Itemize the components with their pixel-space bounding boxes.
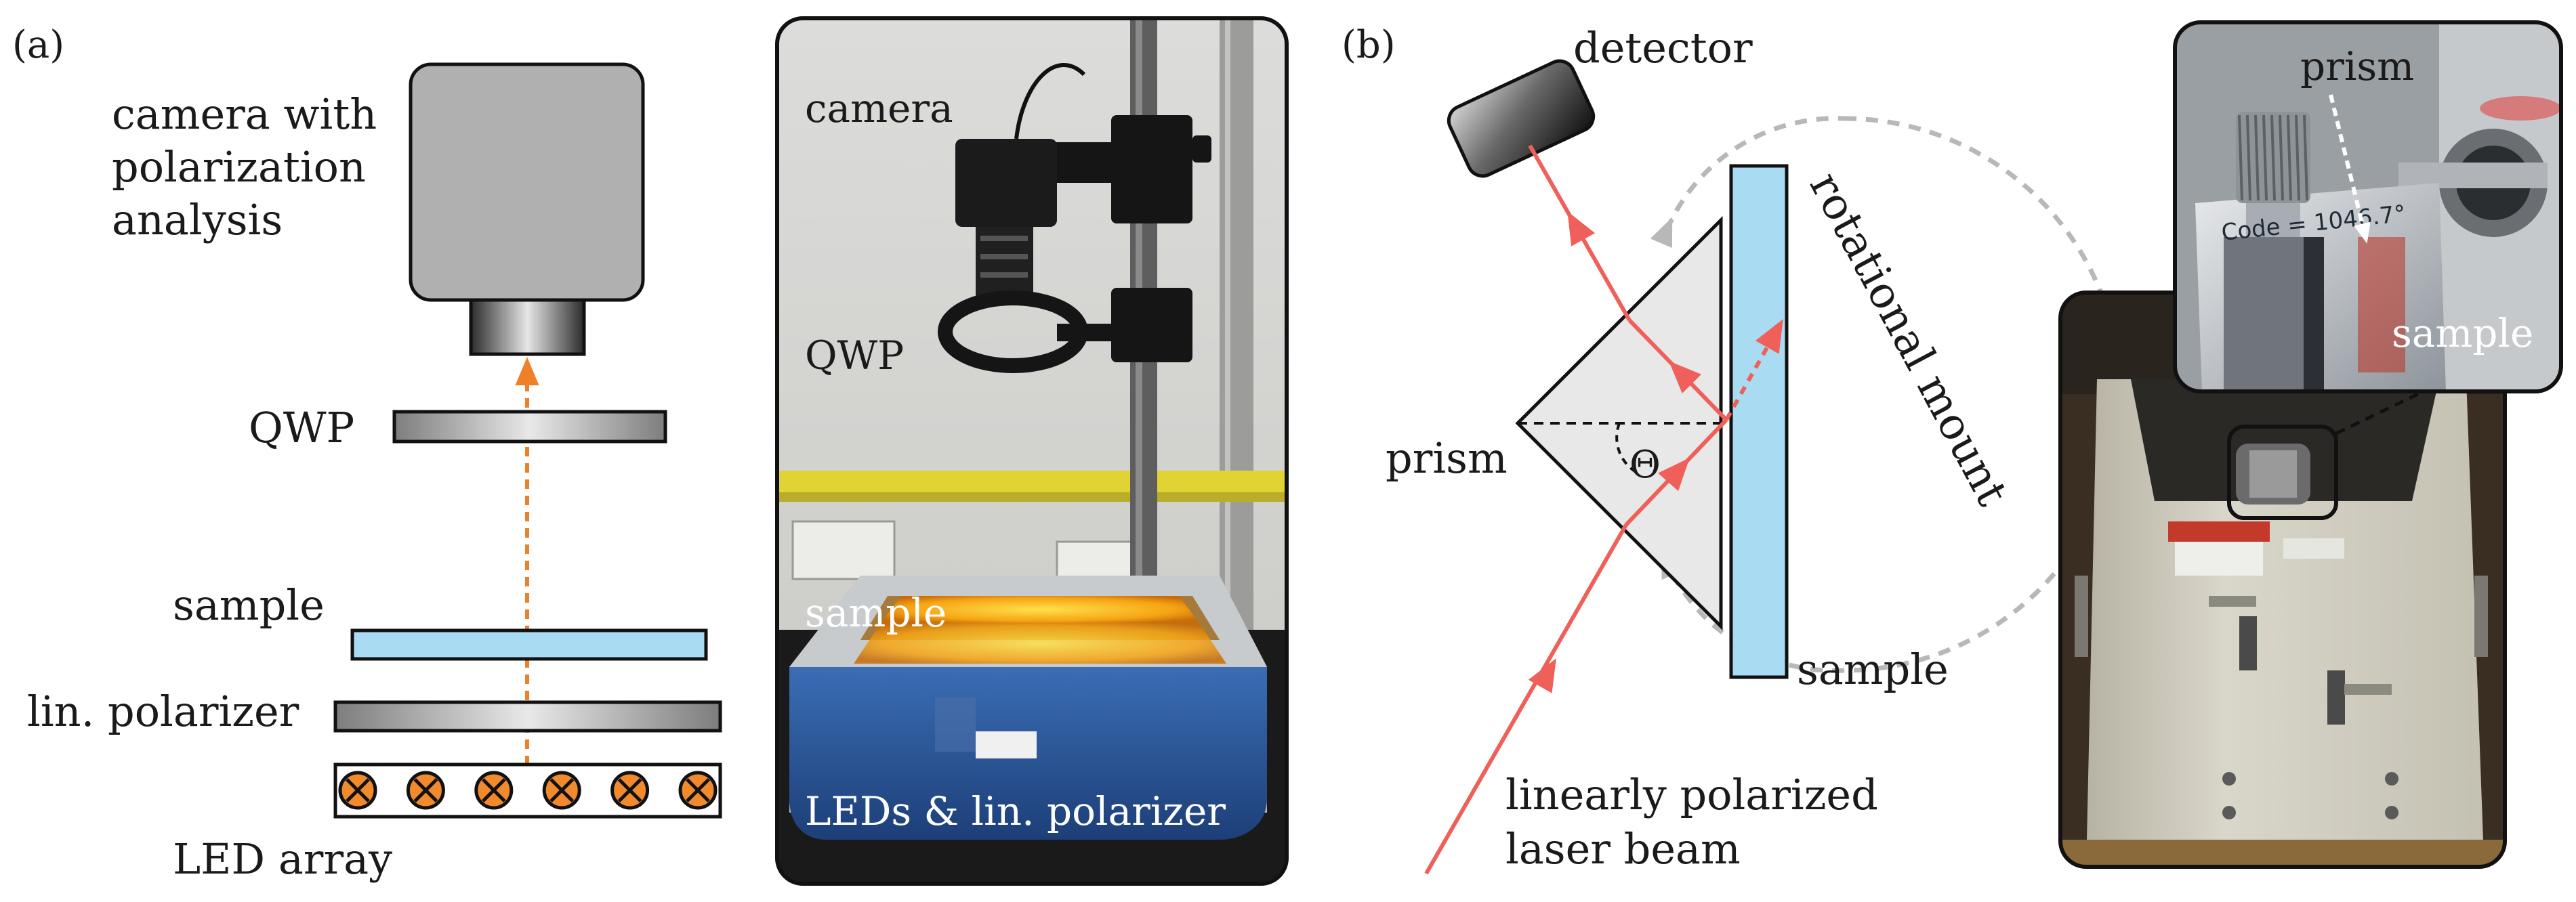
led-symbol — [542, 771, 581, 810]
led-label: LED array — [173, 834, 392, 884]
photo-a-sample-glow — [881, 596, 1199, 623]
panel-a-photo: camera QWP sample LEDs & lin. polarizer — [775, 16, 1289, 886]
led-symbol — [338, 771, 377, 810]
qwp-label: QWP — [249, 403, 354, 452]
camera-label-line-2: polarization — [112, 142, 366, 192]
sample-label-b: sample — [1797, 645, 1949, 694]
inset-prism-arrow — [2329, 94, 2371, 244]
beam-label-line-2: laser beam — [1505, 824, 1741, 874]
polarizer-plate — [333, 700, 722, 733]
panel-b-tag: (b) — [1342, 23, 1396, 67]
photo-a-camera — [955, 139, 1057, 227]
sample-slab — [1729, 164, 1789, 679]
angle-arc — [1615, 423, 1640, 475]
led-array-frame — [333, 763, 722, 819]
panel-a-tag: (a) — [12, 23, 64, 67]
inset-frame — [2173, 20, 2563, 393]
angle-label: Θ — [1629, 443, 1661, 487]
photo-b-zoom-marker — [2227, 425, 2338, 520]
rotational-mount-label: rotational mount — [1800, 165, 2017, 514]
photo-a-qwp-label: QWP — [805, 332, 904, 379]
camera-lens — [469, 298, 586, 356]
laser-in — [1424, 523, 1628, 875]
panel-b-schematic: (b) detector Θ prism sample linearly pol… — [1342, 23, 2123, 875]
polarizer-label: lin. polarizer — [27, 687, 299, 736]
mount-arc-upper — [1650, 116, 1845, 249]
photo-a-camera-label: camera — [805, 85, 953, 131]
led-symbol — [406, 771, 445, 810]
panel-a-schematic: (a) camera with polarization analysis QW… — [12, 23, 722, 884]
photo-a-frame — [775, 16, 1289, 886]
led-symbol — [610, 771, 650, 810]
photo-a-sample-label: sample — [805, 590, 947, 636]
sample-plate — [350, 628, 708, 661]
camera-label-line-3: analysis — [112, 195, 283, 244]
led-symbol — [474, 771, 514, 810]
camera-body — [409, 62, 645, 302]
laser-out — [1528, 144, 1632, 322]
sample-label: sample — [173, 580, 325, 630]
inset-prism-label: prism — [2300, 43, 2414, 89]
qwp-plate — [392, 410, 667, 444]
detector-label: detector — [1573, 23, 1753, 72]
inset-sample-label: sample — [2392, 310, 2533, 356]
panel-b-inset: Code = 1046.7° prism sample — [2173, 20, 2563, 393]
prism-label: prism — [1386, 433, 1508, 483]
camera-label: camera with polarization analysis — [112, 89, 390, 244]
led-array — [338, 771, 718, 810]
laser-transmitted — [1724, 319, 1783, 421]
camera-label-line-1: camera with — [112, 89, 377, 139]
mount-arc-right — [1844, 116, 2123, 673]
beam-label: linearly polarized laser beam — [1505, 770, 1891, 874]
detector — [1447, 59, 1596, 178]
photo-a-qwp-ring — [938, 291, 1088, 373]
beam-label-line-1: linearly polarized — [1505, 770, 1878, 819]
photo-a-base-label: LEDs & lin. polarizer — [805, 788, 1226, 834]
led-symbol — [678, 771, 718, 810]
inset-knurled-knob — [2238, 114, 2308, 201]
